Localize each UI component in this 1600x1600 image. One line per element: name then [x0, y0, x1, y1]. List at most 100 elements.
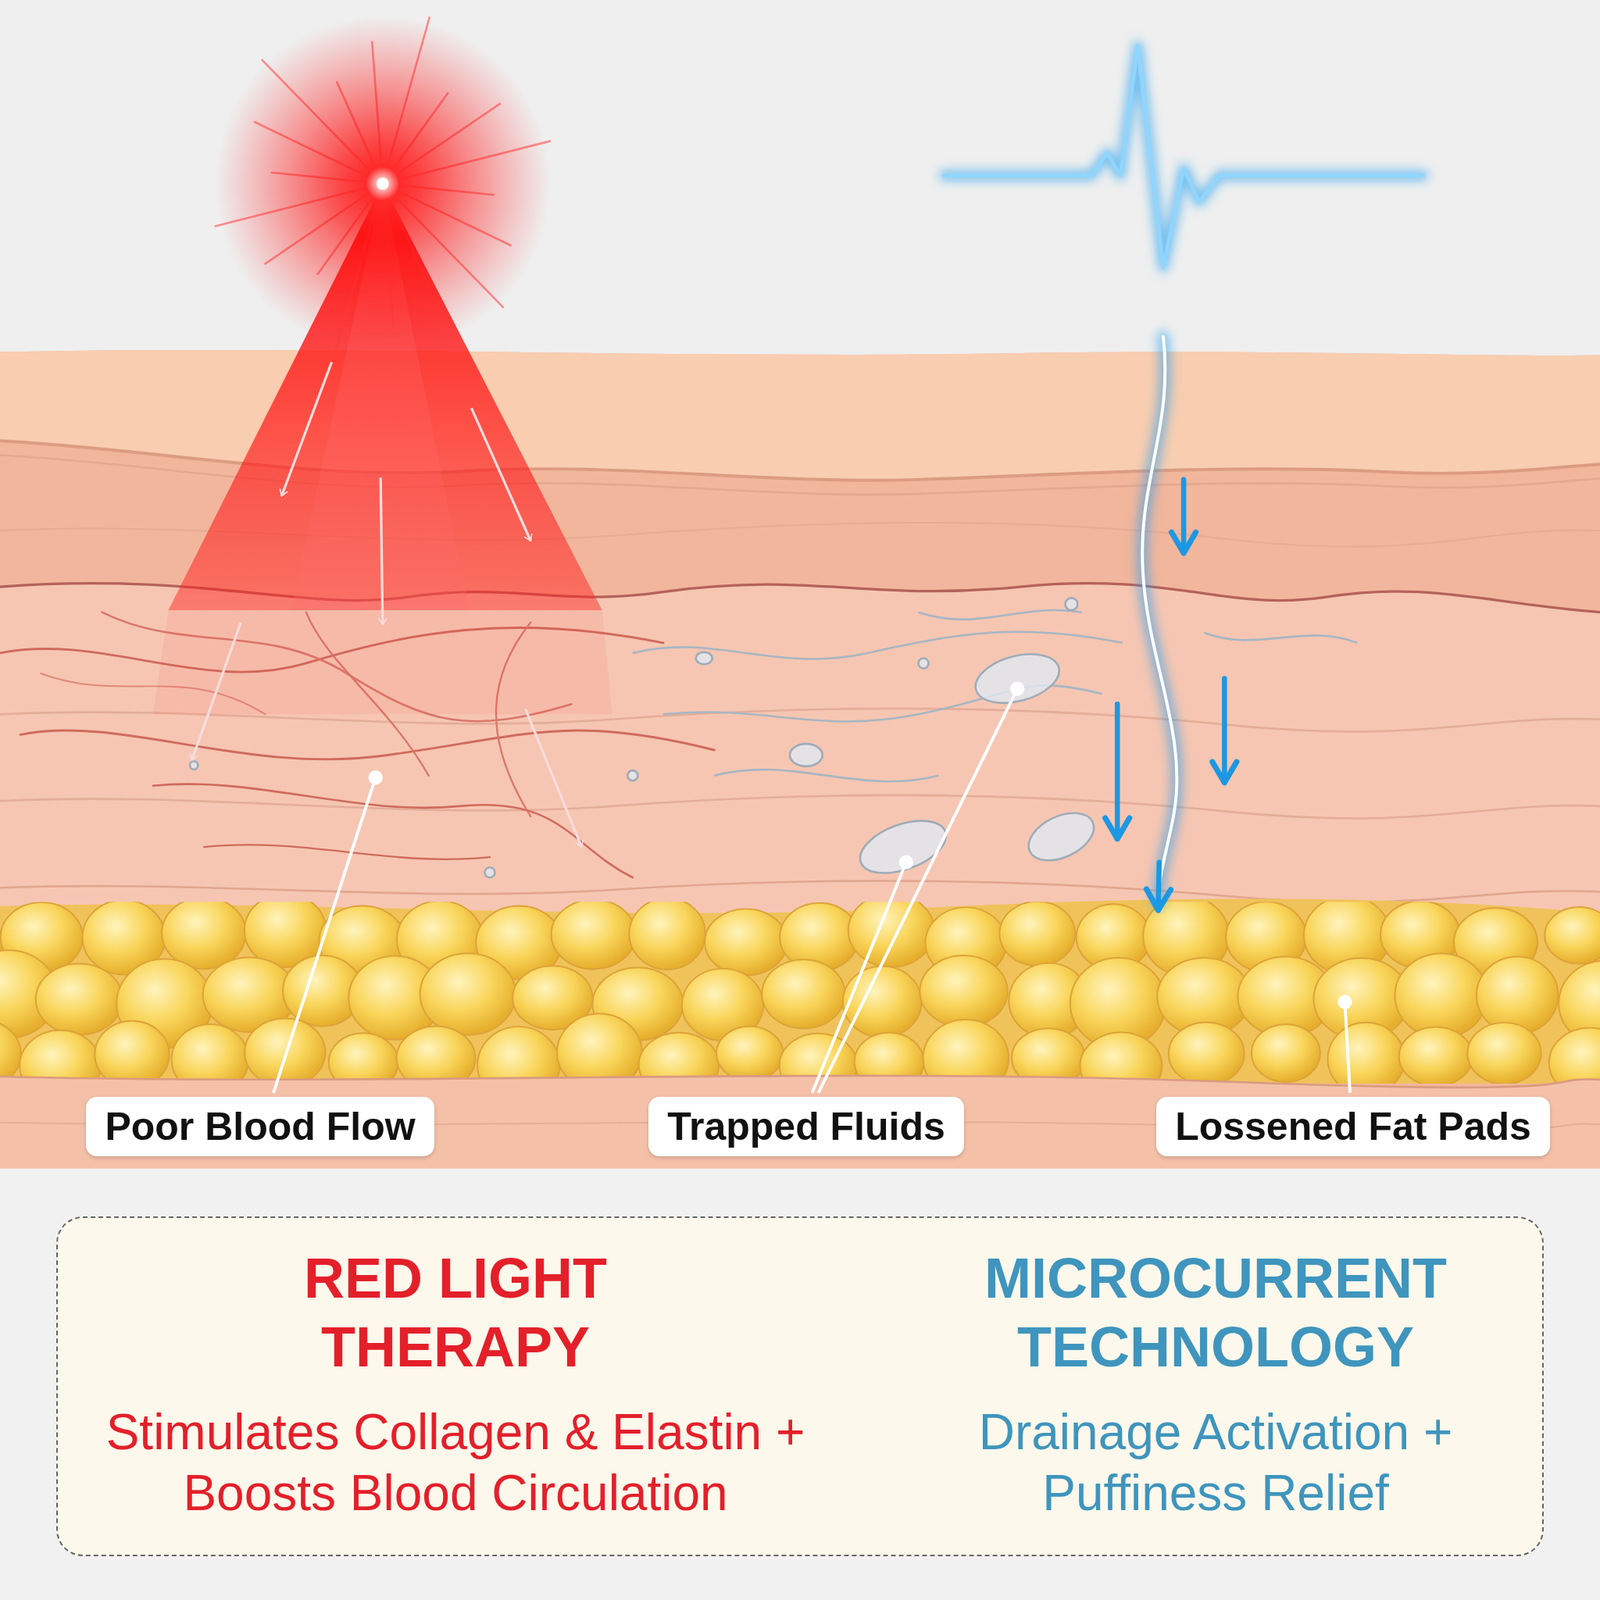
light-arrows: [471, 407, 531, 541]
info-panel: RED LIGHT THERAPY Stimulates Collagen & E…: [56, 1216, 1544, 1557]
light-arrows: [380, 477, 383, 625]
trapped-fluid-droplets: [627, 770, 638, 781]
fat-globules: [628, 902, 705, 970]
fat-globules: [1399, 1027, 1473, 1085]
background: [0, 1168, 1600, 1600]
lower-skin-layer: [0, 1075, 1600, 1169]
callout-label: Poor Blood Flow: [85, 1096, 435, 1157]
fat-globules: [848, 902, 935, 968]
leader-lines: [1344, 1002, 1350, 1093]
lower-skin-layer: [0, 1075, 1600, 1088]
microcurrent-signal: [943, 46, 1424, 268]
leader-dots: [368, 770, 383, 785]
trapped-fluid-droplets: [696, 652, 713, 665]
fat-globules: [328, 1032, 399, 1084]
fat-globules: [35, 963, 123, 1035]
current-arrows: [1117, 479, 1225, 911]
skin-layers: [0, 350, 1600, 481]
trapped-fluid-droplets: [1065, 597, 1079, 611]
microcurrent-signal: [943, 46, 1424, 904]
text-column: RED LIGHT THERAPY: [197, 1243, 714, 1382]
skin-layers: [0, 880, 1600, 902]
fat-globules: [1549, 1028, 1600, 1084]
therapy-description: Stimulates Collagen & Elastin + Boosts B…: [80, 1401, 831, 1524]
text-column: Drainage Activation + Puffiness Relief: [942, 1401, 1490, 1524]
leader-lines: [818, 689, 1018, 1093]
leader-dots: [1010, 681, 1025, 696]
technology-description: Drainage Activation + Puffiness Relief: [942, 1401, 1490, 1524]
blood-vessels: [203, 844, 490, 859]
therapy-heading: RED LIGHT THERAPY: [197, 1243, 714, 1382]
leader-dots: [368, 681, 1353, 1009]
fat-globules: [704, 908, 787, 975]
current-arrows: [1221, 678, 1228, 783]
fat-globules: [1011, 1028, 1086, 1084]
fat-globules: [1251, 1024, 1321, 1083]
trapped-fluid-droplets: [918, 657, 929, 668]
red-light-beam: [153, 15, 613, 715]
fat-globules: [0, 1019, 22, 1084]
fat-globules: [1476, 956, 1558, 1034]
leader-dots: [899, 855, 914, 870]
fat-globules: [94, 1021, 169, 1084]
leader-lines: [812, 862, 907, 1093]
leader-lines: [273, 689, 1350, 1093]
red-light-beam: [153, 610, 613, 715]
red-light-beam: [214, 15, 551, 353]
light-arrows: [525, 709, 583, 847]
fat-globules: [557, 1013, 643, 1084]
trapped-fluid-droplets: [970, 646, 1065, 712]
light-arrows: [281, 362, 332, 497]
current-arrows: [1114, 703, 1121, 839]
skin-layers: [0, 795, 1600, 819]
tissue-fibers: [1203, 632, 1358, 643]
leader-lines: [273, 777, 376, 1093]
fat-globules: [171, 1024, 249, 1084]
fat-globules: [761, 959, 845, 1029]
label-text: Trapped Fluids: [667, 1103, 946, 1150]
callout-label: Trapped Fluids: [648, 1096, 965, 1157]
label-text: Poor Blood Flow: [104, 1103, 415, 1150]
fat-globules: [19, 1030, 101, 1084]
skin-layers: [0, 583, 1600, 914]
tissue-fibers: [632, 610, 1358, 782]
fat-globules: [1395, 953, 1488, 1039]
microcurrent-signal: [1142, 336, 1177, 904]
fat-globules: [551, 902, 636, 970]
current-arrows: [1218, 678, 1232, 783]
trapped-fluid-droplets: [189, 760, 198, 769]
fat-globules: [716, 1026, 784, 1082]
text-column: MICROCURRENT TECHNOLOGY: [957, 1243, 1474, 1382]
fat-globules: [0, 902, 1600, 1084]
microcurrent-signal: [943, 46, 1424, 268]
fat-globules: [1328, 1022, 1405, 1084]
microcurrent-signal: [1142, 336, 1177, 904]
fat-globules: [919, 955, 1008, 1028]
fat-globules: [1544, 907, 1600, 965]
blood-vessels: [20, 730, 715, 760]
current-arrows: [1177, 479, 1190, 554]
trapped-fluid-droplets: [789, 743, 823, 767]
text-column: Stimulates Collagen & Elastin + Boosts B…: [80, 1401, 831, 1524]
callout-label: Lossened Fat Pads: [1156, 1096, 1550, 1157]
tissue-fibers: [918, 610, 1083, 620]
current-arrows: [1181, 479, 1187, 554]
technology-heading: MICROCURRENT TECHNOLOGY: [957, 1243, 1474, 1382]
current-arrows: [1110, 703, 1124, 839]
current-arrows: [1157, 862, 1159, 911]
fat-globules: [1080, 1032, 1163, 1084]
fat-globules: [477, 1026, 560, 1084]
fat-globules: [396, 1026, 476, 1085]
tissue-fibers: [714, 769, 939, 782]
red-light-beam: [376, 177, 390, 190]
fat-globules: [842, 966, 922, 1038]
fat-globules: [1168, 1022, 1245, 1085]
lower-skin-layer: [0, 1075, 1600, 1169]
fat-globules: [1467, 1022, 1541, 1084]
light-arrows: [192, 362, 583, 847]
trapped-fluid-droplets: [484, 867, 495, 878]
light-arrows: [192, 622, 242, 761]
